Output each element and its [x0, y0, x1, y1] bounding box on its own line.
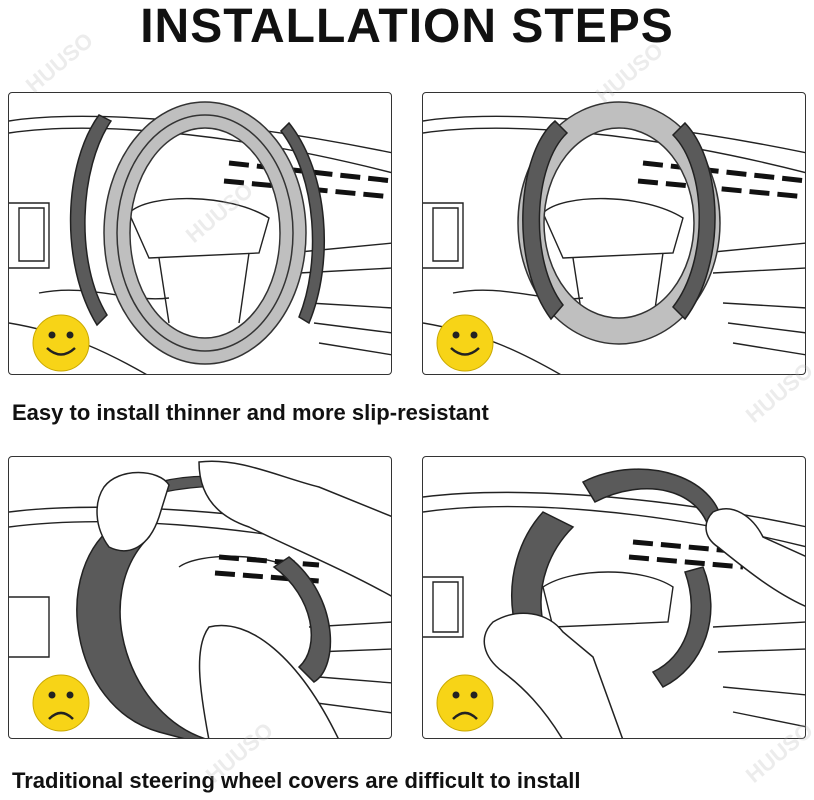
smile-face-icon	[32, 314, 90, 372]
traditional-cover-right	[651, 566, 712, 688]
right-grip-piece	[280, 121, 326, 325]
panel-split-cover-installed	[422, 92, 806, 375]
right-hand	[705, 508, 805, 607]
steering-cover-light-ring	[104, 102, 306, 364]
smile-face-icon	[436, 314, 494, 372]
dashboard-illustration	[423, 468, 805, 738]
left-grip-piece	[69, 114, 113, 327]
dashboard-illustration	[9, 101, 391, 374]
right-hand-arm	[198, 460, 391, 597]
page-title: INSTALLATION STEPS	[140, 0, 674, 53]
panel-split-cover-apart	[8, 92, 392, 375]
panel-traditional-pulling	[8, 456, 392, 739]
dashboard-illustration	[423, 101, 805, 374]
left-grip-installed	[522, 119, 569, 321]
sad-face-icon	[32, 674, 90, 732]
right-grip-installed	[671, 121, 716, 321]
left-hand	[96, 471, 170, 552]
lower-arm	[198, 624, 339, 738]
traditional-cover-right	[272, 556, 332, 683]
panel-traditional-stretching	[422, 456, 806, 739]
left-hand	[483, 612, 624, 738]
sad-face-icon	[436, 674, 494, 732]
caption-easy-install: Easy to install thinner and more slip-re…	[12, 400, 489, 425]
caption-difficult-install: Traditional steering wheel covers are di…	[12, 768, 581, 793]
traditional-cover-left	[76, 521, 206, 738]
dashboard-illustration	[9, 460, 391, 738]
